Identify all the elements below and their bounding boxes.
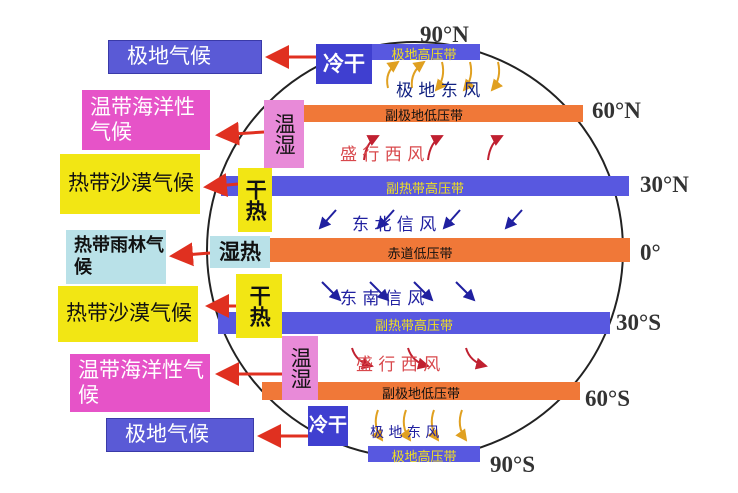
subpolar-low-belt-south bbox=[262, 382, 580, 400]
belt-label-subpolar-low-south: 副极地低压带 bbox=[381, 387, 460, 402]
feature-humid-hot-equator: 湿热 bbox=[210, 236, 270, 268]
polar-high-belt-south bbox=[368, 446, 480, 462]
latitude-label-60s: 60°S bbox=[585, 386, 630, 411]
climate-tropical-rainforest: 热带雨林气候 bbox=[66, 230, 166, 284]
latitude-label-60n: 60°N bbox=[592, 98, 641, 123]
latitude-label-90n: 90°N bbox=[420, 22, 469, 47]
feature-cold-dry-north: 冷干 bbox=[316, 44, 372, 84]
arrow-rainforest bbox=[169, 242, 211, 267]
wind-arrow bbox=[504, 209, 523, 230]
latitude-label-30n: 30°N bbox=[640, 172, 689, 197]
wind-arrow bbox=[410, 60, 426, 89]
wind-arrow bbox=[376, 209, 395, 230]
belt-label-equatorial-low: 赤道低压带 bbox=[387, 247, 453, 262]
wind-arrow bbox=[413, 281, 434, 302]
feature-dry-hot-south: 干热 bbox=[236, 274, 282, 338]
wind-arrow bbox=[427, 135, 444, 161]
equatorial-low-belt bbox=[210, 238, 630, 262]
wind-arrow bbox=[427, 409, 440, 442]
wind-arrow bbox=[455, 281, 476, 302]
latitude-label-90s: 90°S bbox=[490, 452, 535, 477]
wind-arrow bbox=[455, 409, 468, 442]
feature-dry-hot-north: 干热 bbox=[238, 168, 272, 232]
wind-label-se-trade: 东 南 信 风 bbox=[340, 289, 425, 309]
climate-tropical-desert-north: 热带沙漠气候 bbox=[60, 154, 200, 214]
subpolar-low-belt-north bbox=[265, 105, 583, 122]
subtropical-high-belt-south bbox=[218, 312, 610, 334]
wind-arrow bbox=[462, 61, 476, 92]
belt-label-polar-high-north: 极地高压带 bbox=[391, 48, 457, 63]
belt-label-subtropical-high-north: 副热带高压带 bbox=[385, 182, 464, 197]
wind-arrow bbox=[465, 347, 488, 370]
climate-temperate-maritime-north: 温带海洋性气候 bbox=[82, 90, 210, 150]
wind-arrow bbox=[442, 209, 461, 230]
wind-label-polar-easterly-south: 极 地 东 风 bbox=[370, 425, 440, 441]
climate-polar-north: 极地气候 bbox=[108, 40, 262, 74]
wind-arrow bbox=[490, 61, 504, 92]
wind-arrow bbox=[351, 347, 374, 370]
belt-label-subtropical-high-south: 副热带高压带 bbox=[374, 319, 453, 334]
belt-label-subpolar-low-north: 副极地低压带 bbox=[384, 109, 463, 124]
latitude-label-equator: 0° bbox=[640, 240, 661, 265]
climate-temperate-maritime-south: 温带海洋性气候 bbox=[70, 354, 210, 412]
wind-label-westerly-north: 盛 行 西 风 bbox=[340, 145, 425, 165]
feature-warm-humid-south: 温湿 bbox=[282, 336, 318, 400]
wind-label-ne-trade: 东 北 信 风 bbox=[352, 215, 437, 235]
wind-arrow bbox=[371, 409, 384, 442]
subtropical-high-belt-north bbox=[221, 176, 629, 196]
feature-cold-dry-south: 冷干 bbox=[308, 406, 348, 446]
wind-arrow bbox=[363, 135, 380, 161]
arrow-desert-north bbox=[203, 173, 239, 197]
climate-polar-south: 极地气候 bbox=[106, 418, 254, 452]
belt-label-polar-high-south: 极地高压带 bbox=[391, 450, 457, 465]
latitude-label-30s: 30°S bbox=[616, 310, 661, 335]
wind-arrow bbox=[399, 409, 412, 442]
wind-arrow bbox=[407, 347, 430, 370]
wind-label-westerly-south: 盛 行 西 风 bbox=[356, 355, 441, 375]
climate-tropical-desert-south: 热带沙漠气候 bbox=[58, 286, 198, 342]
wind-arrow bbox=[386, 60, 400, 89]
wind-arrow bbox=[369, 281, 390, 302]
wind-arrow bbox=[318, 209, 337, 230]
arrow-maritime-north bbox=[215, 121, 265, 146]
wind-label-polar-easterly-north: 极 地 东 风 bbox=[396, 81, 481, 101]
feature-warm-humid-north: 温湿 bbox=[264, 100, 304, 168]
wind-arrow bbox=[487, 135, 504, 161]
wind-arrow bbox=[321, 281, 342, 302]
polar-high-belt-north bbox=[368, 44, 480, 60]
wind-arrow bbox=[434, 61, 448, 92]
